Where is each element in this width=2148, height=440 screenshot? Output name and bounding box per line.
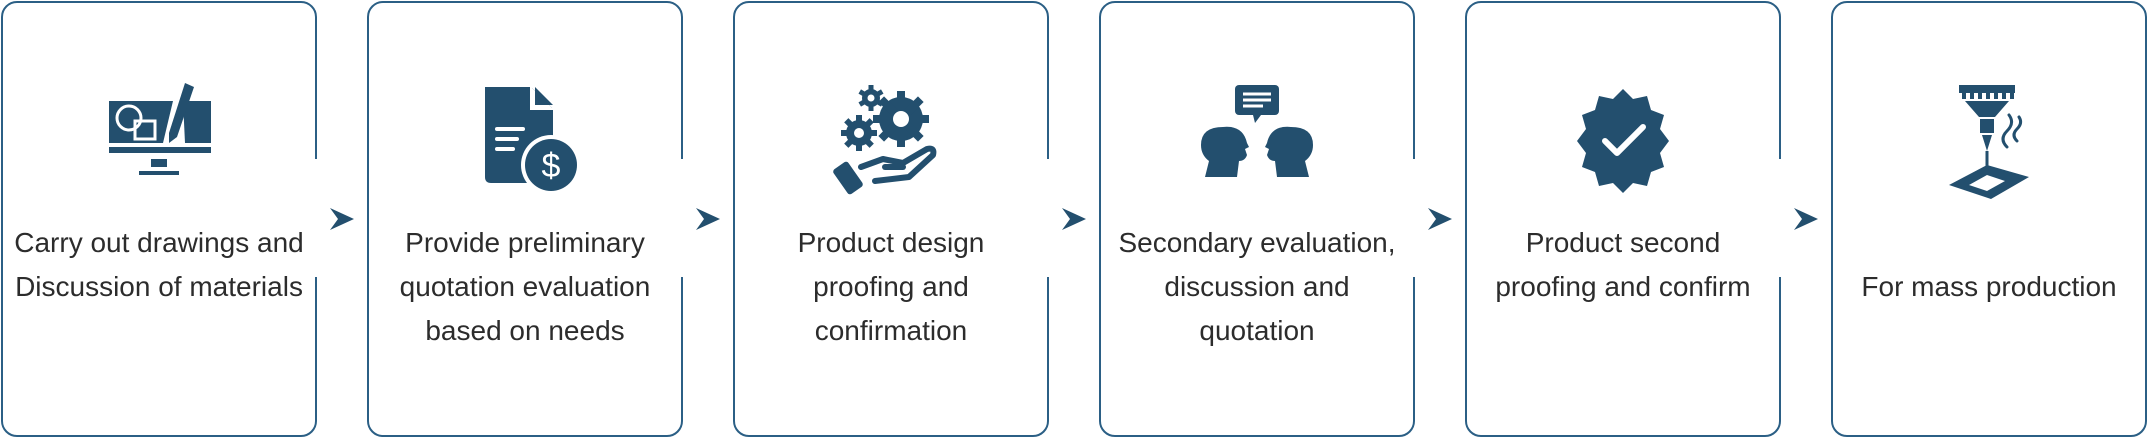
laser-machine-icon	[1929, 81, 2049, 201]
step-label: Secondary evaluation, discussion and quo…	[1118, 227, 1396, 346]
step-label: For mass production	[1861, 271, 2117, 302]
step-label: Product second proofing and confirm	[1495, 227, 1751, 302]
step-label: Product design proofing and confirmation	[797, 227, 985, 346]
connector-gap	[1409, 159, 1423, 277]
gears-hand-icon	[831, 81, 951, 201]
chevron-right-icon	[1790, 204, 1820, 234]
process-step-3: Product design proofing and confirmation	[733, 1, 1049, 437]
verified-badge-icon	[1563, 81, 1683, 201]
process-step-4: Secondary evaluation, discussion and quo…	[1099, 1, 1415, 437]
process-step-6: For mass production	[1831, 1, 2147, 437]
process-step-5: Product second proofing and confirm	[1465, 1, 1781, 437]
chevron-right-icon	[692, 204, 722, 234]
process-step-1: Carry out drawings and Discussion of mat…	[1, 1, 317, 437]
connector-gap	[677, 159, 691, 277]
chevron-right-icon	[1424, 204, 1454, 234]
process-step-2: $ Provide preliminary quotation evaluati…	[367, 1, 683, 437]
connector-gap	[311, 159, 325, 277]
connector-gap	[1043, 159, 1057, 277]
design-monitor-icon	[99, 81, 219, 201]
chevron-right-icon	[326, 204, 356, 234]
svg-text:$: $	[542, 147, 561, 185]
discussion-heads-icon	[1197, 81, 1317, 201]
step-label: Carry out drawings and Discussion of mat…	[14, 227, 304, 302]
connector-gap	[1775, 159, 1789, 277]
chevron-right-icon	[1058, 204, 1088, 234]
quotation-document-icon: $	[465, 81, 585, 201]
step-label: Provide preliminary quotation evaluation…	[399, 227, 651, 346]
